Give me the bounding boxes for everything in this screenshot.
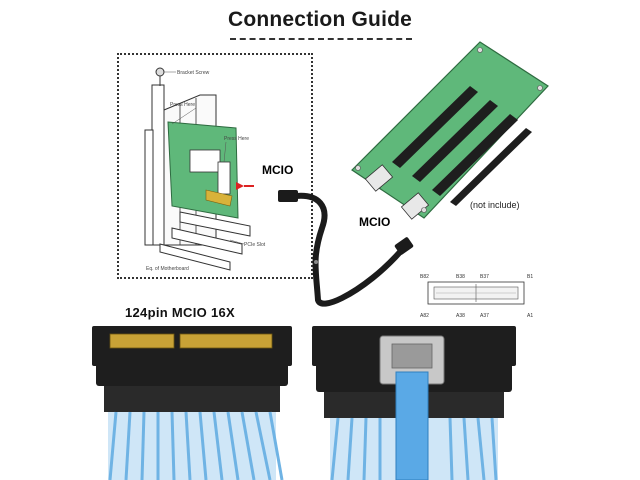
riser-slot-3	[432, 114, 518, 196]
connector-spec-label: 124pin MCIO 16X	[125, 305, 235, 320]
connector-front-boot	[104, 386, 280, 412]
connector-front-view	[92, 326, 292, 480]
pcie-slot-3	[159, 243, 231, 271]
chassis-wall	[144, 129, 154, 246]
press-here-label-1: Press Here	[170, 102, 195, 108]
gold-pins-left	[109, 333, 175, 349]
chassis-bracket	[151, 84, 165, 246]
pcie-slot-label: PCIe Slot	[244, 242, 266, 248]
installation-diagram: Bracket Screw Press Here Press Here PCIe…	[144, 67, 266, 272]
cable-connector-b	[394, 237, 414, 255]
not-included-note: (not include)	[470, 200, 520, 210]
page-title: Connection Guide	[227, 8, 413, 31]
connector-latch-view	[312, 326, 516, 480]
pcie-slot-1	[179, 211, 251, 237]
cable-label-tag	[314, 260, 318, 264]
installation-diagram-frame	[117, 53, 313, 279]
latch-window	[391, 343, 433, 369]
riser-slot-1	[392, 86, 478, 168]
press-here-label-2: Press Here	[224, 136, 249, 142]
pin-label-a38: A38	[456, 313, 465, 319]
riser-mcio-port-2	[400, 192, 430, 220]
riser-board	[351, 41, 549, 220]
card-mcio-port	[217, 161, 231, 195]
pin-label-a1: A1	[527, 313, 533, 319]
bracket-screw-label: Bracket Screw	[177, 70, 210, 76]
mcio-label-card-end: MCIO	[262, 163, 294, 177]
riser-slot-2	[412, 100, 498, 182]
motherboard-label: Eq. of Motherboard	[146, 266, 189, 272]
pcie-slot-2	[171, 227, 243, 255]
cable-connector-a	[278, 190, 298, 202]
mcio-label-board-end: MCIO	[359, 215, 391, 229]
pin-label-a82: A82	[420, 313, 429, 319]
screw-icon	[155, 67, 165, 77]
pin-label-b82: B82	[420, 274, 429, 280]
pin-label-b1: B1	[527, 274, 533, 280]
mcio-cable	[278, 190, 414, 307]
pin-label-a37: A37	[480, 313, 489, 319]
riser-mcio-port-1	[364, 164, 394, 192]
pin-label-b38: B38	[456, 274, 465, 280]
pinout-diagram: B82 B38 B37 B1 A82 A38 A37 A1	[420, 274, 533, 319]
pull-tab	[395, 371, 429, 480]
cable-body	[293, 192, 403, 307]
gold-pins-right	[179, 333, 273, 349]
gold-fingers	[205, 189, 233, 207]
pin-label-b37: B37	[480, 274, 489, 280]
insert-arrow-icon	[236, 182, 244, 190]
card-chip	[189, 149, 221, 173]
title-underline	[230, 38, 412, 40]
riser-pcb	[351, 41, 549, 219]
riser-slot-4	[450, 128, 532, 206]
